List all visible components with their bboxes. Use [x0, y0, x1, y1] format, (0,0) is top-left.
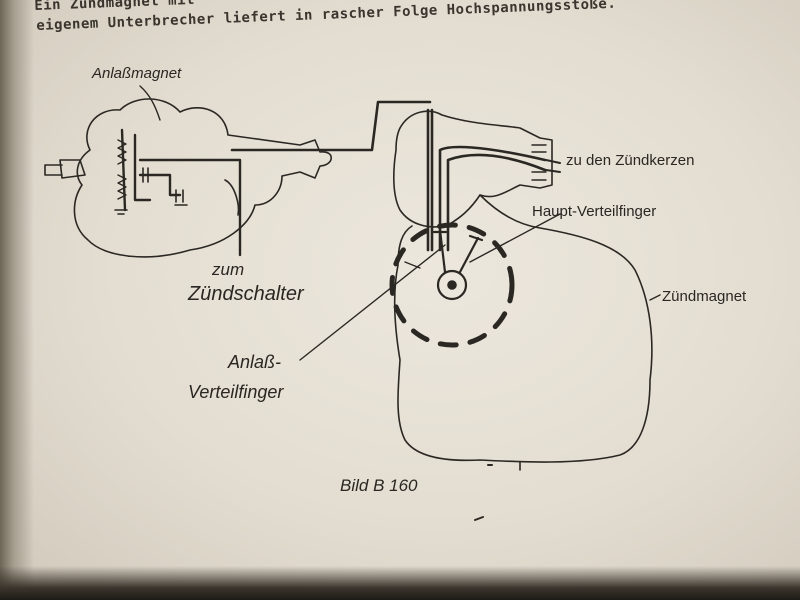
- label-spark-plugs: zu den Zündkerzen: [566, 152, 695, 169]
- label-starter-distributor-2: Verteilfinger: [188, 382, 284, 402]
- magneto-outline: [393, 194, 653, 463]
- label-ignition-switch: Zündschalter: [188, 283, 304, 305]
- figure-caption: Bild B 160: [340, 476, 418, 495]
- starter-magnet-outline: [73, 98, 333, 258]
- label-starter-magnet: Anlaßmagnet: [92, 65, 182, 82]
- label-starter-distributor-1: Anlaß-: [228, 352, 282, 372]
- page-gutter-shadow: [0, 0, 34, 600]
- label-magneto: Zündmagnet: [662, 288, 747, 305]
- label-main-distributor-finger: Haupt-Verteilfinger: [532, 203, 657, 220]
- page-bottom-shadow: [0, 566, 800, 600]
- label-zum: zum: [212, 260, 245, 279]
